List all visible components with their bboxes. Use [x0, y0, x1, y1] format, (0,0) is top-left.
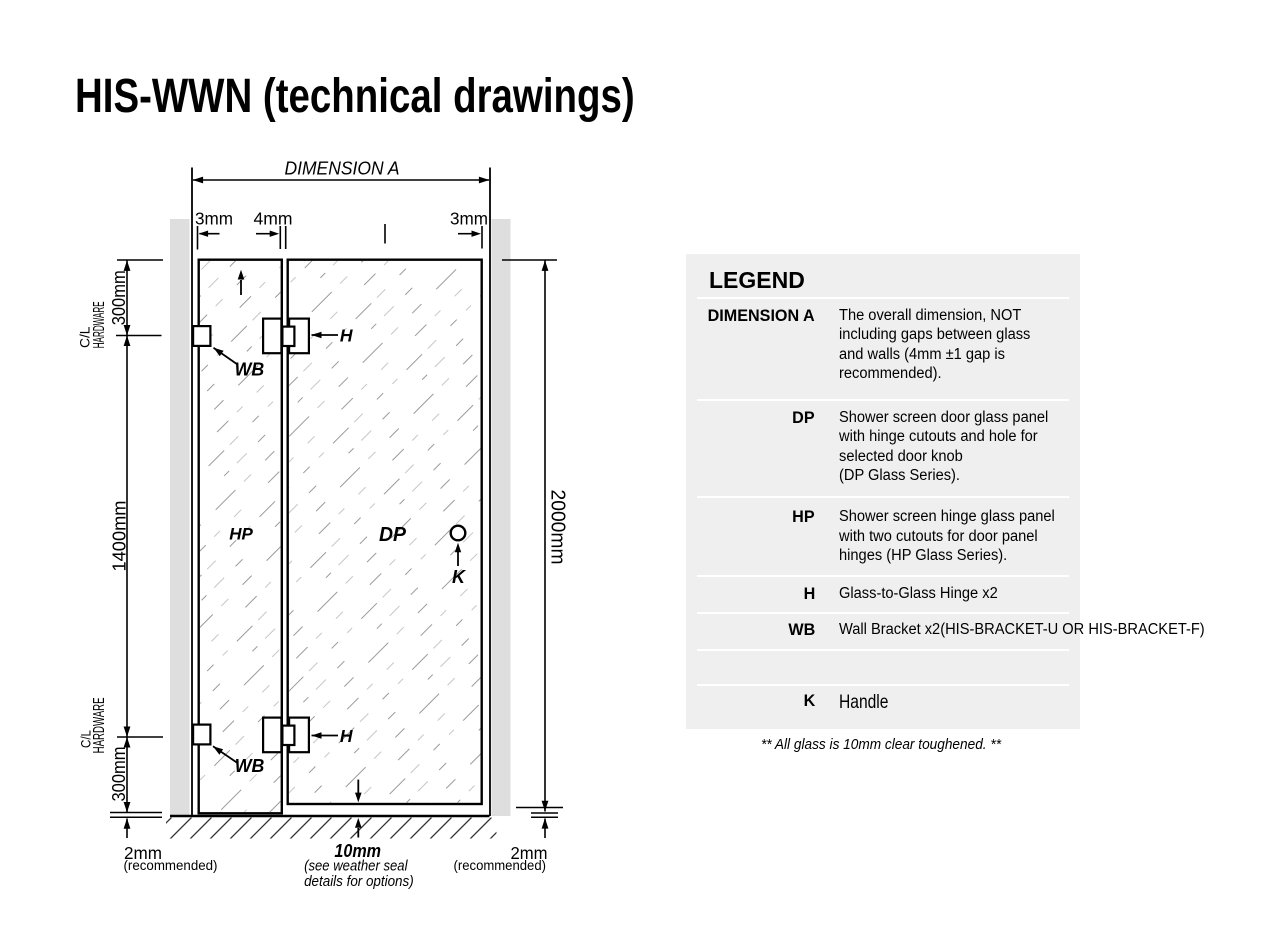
- svg-text:WB: WB: [235, 756, 265, 776]
- svg-text:2mm: 2mm: [511, 843, 548, 863]
- svg-text:C/L: C/L: [78, 730, 94, 748]
- svg-text:(see weather seal: (see weather seal: [304, 858, 408, 875]
- svg-text:4mm: 4mm: [254, 209, 293, 229]
- svg-text:C/L: C/L: [77, 326, 93, 348]
- svg-text:300mm: 300mm: [109, 747, 129, 802]
- svg-text:1400mm: 1400mm: [110, 501, 130, 572]
- svg-text:H: H: [340, 326, 353, 346]
- svg-text:DP: DP: [379, 523, 406, 546]
- svg-text:HP: HP: [229, 525, 253, 544]
- svg-text:H: H: [340, 726, 353, 746]
- svg-text:HARDWARE: HARDWARE: [91, 697, 108, 753]
- svg-text:3mm: 3mm: [450, 209, 488, 229]
- svg-text:HARDWARE: HARDWARE: [91, 301, 108, 348]
- svg-text:(recommended): (recommended): [454, 858, 547, 873]
- svg-text:K: K: [452, 567, 467, 587]
- svg-text:10mm: 10mm: [334, 841, 381, 861]
- svg-text:2000mm: 2000mm: [547, 490, 569, 565]
- svg-text:2mm: 2mm: [124, 843, 162, 863]
- svg-text:DIMENSION A: DIMENSION A: [285, 158, 400, 179]
- svg-text:details for options): details for options): [304, 873, 414, 890]
- svg-text:3mm: 3mm: [195, 209, 233, 229]
- svg-text:(recommended): (recommended): [124, 858, 218, 873]
- svg-text:300mm: 300mm: [109, 270, 129, 325]
- svg-text:WB: WB: [235, 360, 265, 380]
